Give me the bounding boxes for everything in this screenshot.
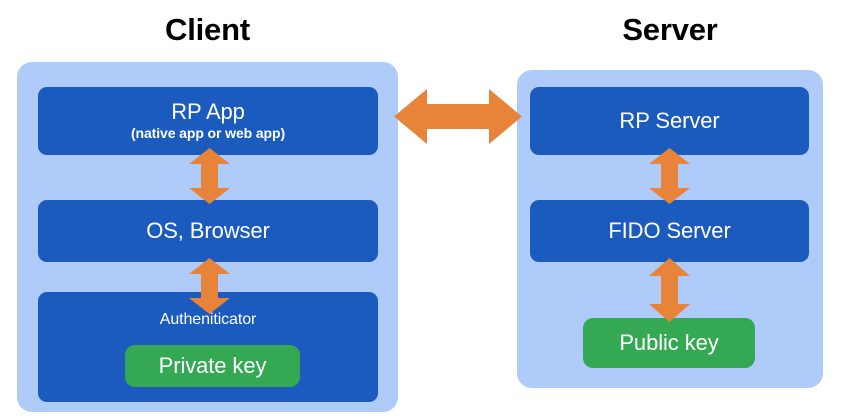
- server-rp-server-title: RP Server: [619, 107, 720, 133]
- fido-server-public-key-double-arrow-icon: [649, 258, 690, 322]
- client-os-browser-box: OS, Browser: [38, 200, 378, 262]
- client-rp-app-title: RP App: [171, 98, 245, 124]
- rp-server-fido-server-double-arrow-icon: [649, 148, 690, 204]
- server-rp-server-box: RP Server: [530, 87, 809, 155]
- private-key-box: Private key: [125, 345, 300, 387]
- public-key-box: Public key: [583, 318, 755, 368]
- client-authenticator-title: Autheniticator: [159, 311, 257, 328]
- client-rp-app-subtitle: (native app or web app): [130, 125, 286, 142]
- server-column-title: Server: [622, 12, 718, 47]
- server-fido-server-title: FIDO Server: [608, 217, 731, 243]
- client-column-title: Client: [165, 12, 250, 47]
- os-browser-authenticator-double-arrow-icon: [189, 258, 230, 314]
- client-rp-app-box: RP App (native app or web app): [38, 87, 378, 155]
- client-server-double-arrow-icon: [394, 89, 522, 144]
- client-os-browser-title: OS, Browser: [146, 217, 270, 243]
- rp-app-os-browser-double-arrow-icon: [189, 148, 230, 204]
- server-fido-server-box: FIDO Server: [530, 200, 809, 262]
